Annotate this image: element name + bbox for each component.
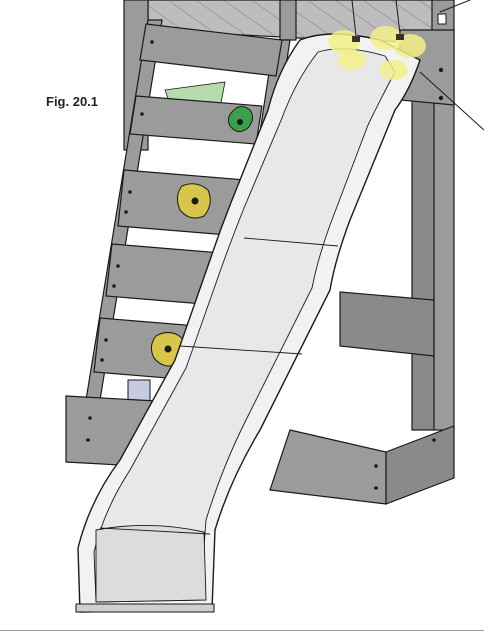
board-screws — [100, 40, 154, 362]
bolts — [351, 0, 404, 42]
climbing-hold-green — [227, 106, 254, 132]
ground-beam-rear — [339, 291, 435, 357]
slide — [75, 33, 421, 613]
callout-leader-top — [439, 0, 471, 13]
figure-label: Fig. 20.1 — [46, 94, 99, 109]
page-divider — [0, 630, 484, 631]
callout-leader — [419, 71, 484, 131]
climbing-hold-yellow-upper — [176, 183, 211, 219]
